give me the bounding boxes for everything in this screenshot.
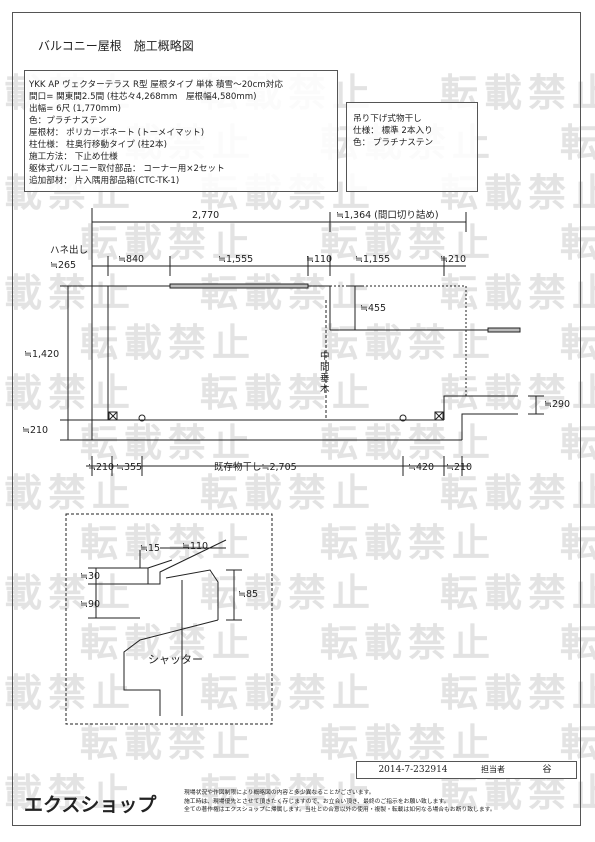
spec-line-post: 柱仕様： 柱奥行移動タイプ (柱2本) xyxy=(29,140,167,150)
watermark-text: 転載禁止 xyxy=(80,521,257,565)
detail-roof-edge xyxy=(147,559,173,569)
watermark-text: 転載禁止 xyxy=(560,421,595,465)
watermark-text: 転載禁止 xyxy=(320,221,497,265)
footer-note-1: 現場状況や作図制限により概略図の内容と多少異なることがございます。 xyxy=(184,790,375,796)
dryer-line-spec: 仕様： 標準 2本入り xyxy=(353,126,433,136)
detail-dim-90-label: ≒90 xyxy=(80,599,101,610)
watermark-text: 転載禁止 xyxy=(80,721,257,765)
dim-420-label: ≒420 xyxy=(408,462,435,473)
watermark-text: 転載禁止 xyxy=(320,621,497,665)
footer-note-2: 施工時は、現場優先とさせて頂きたく存じますので、お立会い頂き、最終のご指示をお願… xyxy=(184,798,450,805)
watermark-text: 転載禁止 xyxy=(80,621,257,665)
watermark-text: 転載禁止 xyxy=(560,221,595,265)
dim-210-br-label: ≒210 xyxy=(446,462,473,473)
mid-rafter-label: 中間垂木 xyxy=(320,351,330,395)
detail-dim-30-label: ≒30 xyxy=(80,571,101,582)
watermark-text: 転載禁止 xyxy=(0,471,137,515)
dim-1364-label: ≒1,364 (間口切り詰め) xyxy=(336,210,439,221)
dryer-line-color: 色： プラチナステン xyxy=(353,138,434,148)
roof-top-edge xyxy=(92,285,331,330)
wall-corner-outer xyxy=(461,413,518,440)
gutter-bar xyxy=(169,283,309,289)
dim-455-label: ≒455 xyxy=(360,303,387,314)
dryer-line-type: 吊り下げ式物干し xyxy=(353,114,422,124)
watermark-text: 転載禁止 xyxy=(200,671,377,715)
dim-1155-label: ≒1,155 xyxy=(355,254,391,265)
spec-line-method: 施工方法： 下止め仕様 xyxy=(29,152,118,162)
dim-110-label: ≒110 xyxy=(306,254,333,265)
post-mark-left xyxy=(108,411,118,421)
watermark-text: 転載禁止 xyxy=(200,471,377,515)
watermark-text: 転載禁止 xyxy=(320,721,497,765)
dryer-hook-left xyxy=(138,414,146,422)
dim-210-top-label: ≒210 xyxy=(440,254,467,265)
post-mark-left-x2 xyxy=(108,411,118,421)
dryer-spec-box: 吊り下げ式物干し 仕様： 標準 2本入り 色： プラチナステン xyxy=(346,102,478,192)
dim-265-label: ≒265 xyxy=(50,260,77,271)
spec-line-product: YKK AP ヴェクターテラス R型 屋根タイプ 単体 積雪～20cm対応 xyxy=(29,80,283,90)
watermark-text: 転載禁止 xyxy=(200,371,377,415)
spec-box: YKK AP ヴェクターテラス R型 屋根タイプ 単体 積雪～20cm対応 間口… xyxy=(24,70,338,192)
detail-frame xyxy=(65,513,273,725)
brand-logo: エクスショップ xyxy=(24,794,157,816)
watermark-text: 転載禁止 xyxy=(80,421,257,465)
person-name: 谷 xyxy=(518,761,577,779)
watermark-text: 転載禁止 xyxy=(0,671,137,715)
spec-line-extra: 追加部材： 片入隅用部品箱(CTC-TK-1) xyxy=(29,176,180,186)
dim-355-label: ≒355 xyxy=(116,462,143,473)
document-id: 2014-7-232914 xyxy=(356,761,470,779)
spec-line-roof: 屋根材： ポリカーボネート (トーメイマット) xyxy=(29,128,205,138)
watermark-text: 転載禁止 xyxy=(560,521,595,565)
dim-210-bl-label: ≒210 xyxy=(88,462,115,473)
post-mark-right-x2 xyxy=(434,411,444,421)
wall-corner-inner xyxy=(443,395,518,420)
page-frame xyxy=(12,12,581,826)
watermark-text: 転載禁止 xyxy=(320,521,497,565)
watermark-text: 転載禁止 xyxy=(560,321,595,365)
dim-1555-label: ≒1,555 xyxy=(218,254,254,265)
dim-1420-label: ≒1,420 xyxy=(24,349,60,360)
watermark-text: 転載禁止 xyxy=(560,121,595,165)
detail-bracket xyxy=(147,539,227,585)
shutter-label: シャッター xyxy=(148,653,203,666)
watermark-text: 転載禁止 xyxy=(0,771,137,815)
detail-shutter-box xyxy=(123,619,219,716)
dryer-hook-right xyxy=(399,414,407,422)
post-mark-right xyxy=(434,411,444,421)
existing-dryer-label: 既存物干し≒2,705 xyxy=(214,462,297,473)
detail-dim-85-label: ≒85 xyxy=(238,589,259,600)
watermark-text: 転載禁止 xyxy=(440,571,595,615)
spec-line-depth: 出幅= 6尺 (1,770mm) xyxy=(29,104,121,114)
detail-dim-110-label: ≒110 xyxy=(182,541,209,552)
spec-line-parts: 躯体式バルコニー取付部品： コーナー用×2セット xyxy=(29,164,225,174)
watermark-text: 転載禁止 xyxy=(200,271,377,315)
dryer-pole xyxy=(487,327,521,333)
spec-line-width: 間口= 関東間2.5間 (柱芯々4,268mm 屋根幅4,580mm) xyxy=(29,92,257,102)
page-title: バルコニー屋根 施工概略図 xyxy=(38,39,194,53)
watermark-text: 転載禁止 xyxy=(440,671,595,715)
dim-210-left-label: ≒210 xyxy=(22,425,49,436)
person-role-label: 担当者 xyxy=(468,761,519,779)
detail-wall-top xyxy=(165,569,219,620)
dim-840-label: ≒840 xyxy=(118,254,145,265)
watermark-text: 転載禁止 xyxy=(320,321,497,365)
spec-line-color: 色：プラチナステン xyxy=(29,116,107,126)
watermark-text: 転載禁止 xyxy=(0,571,137,615)
watermark-text: 転載禁止 xyxy=(200,771,377,815)
dim-2770-label: 2,770 xyxy=(192,210,220,221)
watermark-text: 転載禁止 xyxy=(560,621,595,665)
hane-label: ハネ出し xyxy=(50,245,89,256)
footer-note-3: 全ての著作権はエクスショップに帰属します。当社との合意以外の使用・複製・転載は如… xyxy=(184,807,496,814)
watermark-text: 転載禁止 xyxy=(560,721,595,765)
dim-290-label: ≒290 xyxy=(544,399,571,410)
watermark-text: 転載禁止 xyxy=(200,571,377,615)
footer-notes: 現場状況や作図制限により概略図の内容と多少異なることがございます。 施工時は、現… xyxy=(184,789,496,815)
watermark-text: 転載禁止 xyxy=(440,471,595,515)
detail-dim-15-label: ≒15 xyxy=(140,543,161,554)
